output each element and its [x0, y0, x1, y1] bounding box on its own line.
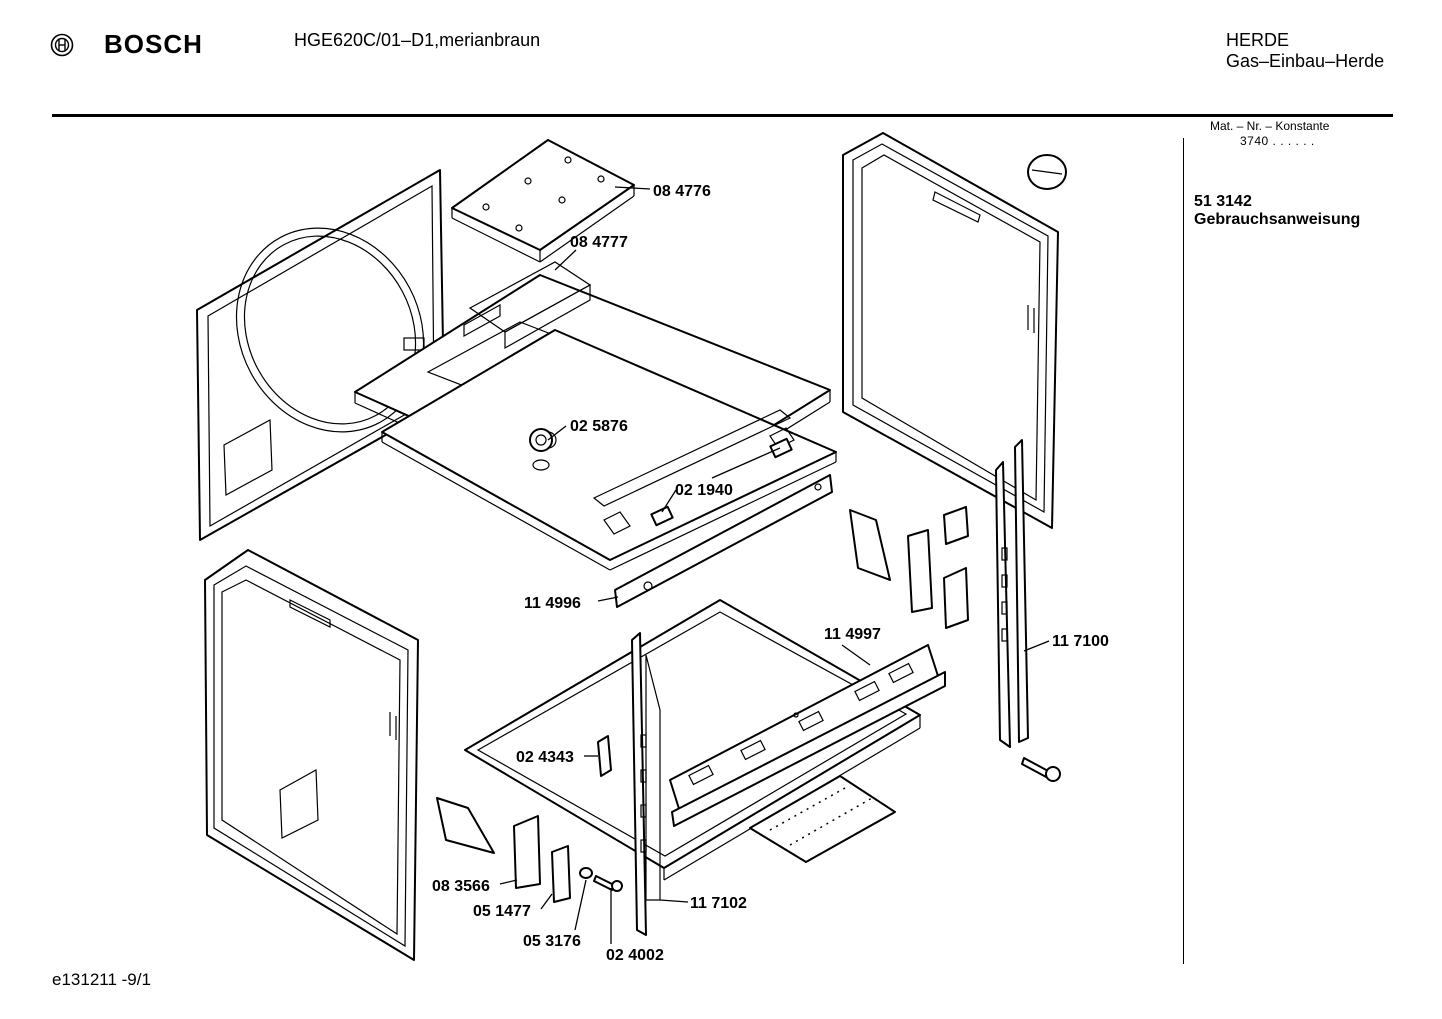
part-label-08-3566: 08 3566 — [432, 878, 490, 895]
exploded-parts-diagram: 08 4776 08 4777 02 5876 02 1940 11 4996 … — [196, 132, 1109, 964]
grommet-02-5876 — [529, 428, 553, 452]
rail-11-4996 — [614, 474, 833, 608]
left-door-frame — [204, 549, 419, 961]
part-label-11-4997: 11 4997 — [824, 626, 881, 643]
part-label-11-4996: 11 4996 — [524, 595, 581, 612]
part-label-11-7100: 11 7100 — [1052, 633, 1109, 650]
bracket-02-4343 — [597, 735, 612, 777]
category-subtitle: Gas–Einbau–Herde — [1226, 51, 1385, 71]
right-door-frame — [842, 132, 1067, 529]
brand-name: BOSCH — [104, 29, 203, 59]
part-label-08-4777: 08 4777 — [570, 234, 628, 251]
part-label-02-1940: 02 1940 — [675, 482, 733, 499]
rail-hole — [643, 581, 653, 591]
document-number: 51 3142 — [1194, 193, 1252, 210]
hinge-bracket-lower — [436, 797, 623, 903]
grill-panel-11-4997 — [669, 644, 946, 827]
part-label-08-4776: 08 4776 — [653, 183, 711, 200]
perforation-pattern — [769, 787, 873, 846]
bosch-logo-icon — [50, 33, 74, 57]
model-number: HGE620C/01–D1,merianbraun — [294, 30, 541, 50]
grommet-inner — [535, 434, 547, 446]
side-rail-11-7100 — [995, 439, 1029, 748]
sidebar-divider — [1183, 138, 1184, 964]
document-title: Gebrauchsanweisung — [1194, 211, 1361, 228]
screw-icon — [1021, 757, 1061, 782]
part-label-02-4343: 02 4343 — [516, 749, 574, 766]
mat-nr-value: 3740 . . . . . . — [1240, 134, 1315, 148]
part-label-02-4002: 02 4002 — [606, 947, 664, 964]
hinge-bracket-upper — [849, 506, 969, 629]
perforated-plate — [749, 775, 896, 863]
category-title: HERDE — [1226, 30, 1290, 50]
leader-lines — [499, 186, 1050, 944]
mat-nr-label: Mat. – Nr. – Konstante — [1210, 119, 1330, 133]
footer-code: e131211 -9/1 — [52, 970, 151, 989]
rail-hole — [814, 483, 822, 491]
clip-02-1940-a — [650, 505, 674, 527]
part-label-11-7102: 11 7102 — [690, 895, 747, 912]
header-divider — [52, 114, 1393, 117]
ceiling-panel — [381, 329, 837, 571]
top-plate — [451, 139, 635, 263]
part-label-05-3176: 05 3176 — [523, 933, 581, 950]
part-label-02-5876: 02 5876 — [570, 418, 628, 435]
part-label-05-1477: 05 1477 — [473, 903, 531, 920]
